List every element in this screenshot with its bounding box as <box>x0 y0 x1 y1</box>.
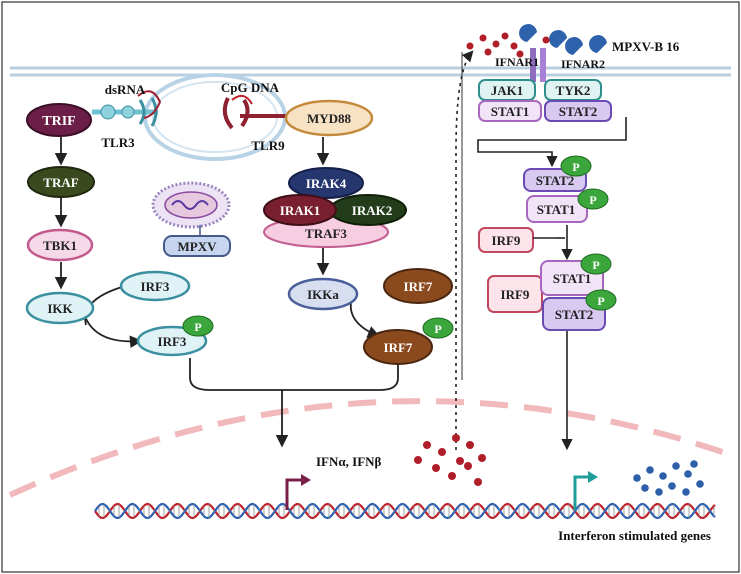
tbk1-label: TBK1 <box>43 238 77 253</box>
tbk1-node: TBK1 <box>26 228 94 262</box>
mpxv-node: MPXV <box>163 235 231 257</box>
jak1-label: JAK1 <box>491 83 524 98</box>
stat2-receptor-label: STAT2 <box>559 104 598 119</box>
ikk-label: IKK <box>47 301 73 316</box>
tlr3-label: TLR3 <box>101 135 135 150</box>
tyk2-node: TYK2 <box>544 79 602 101</box>
dsrna-label: dsRNA <box>105 82 146 97</box>
svg-text:P: P <box>194 320 201 334</box>
svg-text:P: P <box>589 193 596 207</box>
irf7-bottom-label: IRF7 <box>384 340 413 355</box>
gene-arrow-ifn <box>285 474 311 510</box>
svg-text:P: P <box>572 160 579 174</box>
irf3-top-label: IRF3 <box>141 279 170 294</box>
tlr9-receptor-icon <box>222 94 292 130</box>
right-arrows <box>455 50 627 451</box>
irf3-node-top: IRF3 <box>119 270 191 302</box>
irf9-top-label: IRF9 <box>492 233 521 248</box>
stat2-node-complex: STAT2 <box>542 297 606 331</box>
cpg-dna-label: CpG DNA <box>221 80 280 95</box>
irf7-node-top: IRF7 <box>383 268 453 304</box>
svg-text:P: P <box>434 322 441 336</box>
dna-helix <box>94 502 716 520</box>
nuclear-envelope <box>8 398 732 498</box>
phospho-badge-irf7: P <box>422 317 454 339</box>
irak2-node: IRAK2 <box>329 194 407 226</box>
mpxv-virus-icon <box>151 181 231 229</box>
tlr9-label: TLR9 <box>251 138 285 153</box>
irak1-label: IRAK1 <box>280 203 320 218</box>
irf7-top-label: IRF7 <box>404 279 433 294</box>
irak4-label: IRAK4 <box>306 176 347 191</box>
phospho-badge-stat1: P <box>577 188 609 210</box>
phospho-badge-stat2-complex: P <box>585 289 617 311</box>
phospho-badge-stat2: P <box>560 155 592 177</box>
irf7-node-bottom: IRF7 <box>363 329 433 365</box>
stat1-receptor-label: STAT1 <box>491 104 530 119</box>
ikka-label: IKKa <box>307 287 339 302</box>
cell-membrane <box>10 66 731 77</box>
jak1-node: JAK1 <box>478 79 536 101</box>
stat1-node-receptor: STAT1 <box>478 100 542 122</box>
ifn-molecules-extracellular <box>466 32 550 58</box>
mpxv-b16-label: MPXV-B 16 <box>612 39 680 54</box>
tyk2-label: TYK2 <box>556 83 591 98</box>
svg-text:P: P <box>597 294 604 308</box>
stat1-node-complex: STAT1 <box>540 260 604 296</box>
phospho-badge-irf3: P <box>182 315 214 337</box>
mpxv-b16-protein-icons <box>519 24 607 55</box>
myd88-label: MYD88 <box>307 111 352 126</box>
stat2-node-receptor: STAT2 <box>544 100 612 122</box>
mpxv-label: MPXV <box>178 239 218 254</box>
ikka-node: IKKa <box>287 277 359 311</box>
trif-node: TRIF <box>26 103 92 137</box>
isg-products <box>633 460 704 496</box>
traf-node: TRAF <box>27 166 95 198</box>
irak1-node: IRAK1 <box>263 194 337 226</box>
phospho-badge-stat1-complex: P <box>580 253 612 275</box>
stat1-complex-label: STAT1 <box>553 271 592 286</box>
gene-arrow-isg <box>573 471 598 510</box>
traf-label: TRAF <box>43 175 78 190</box>
ifn-label: IFNα, IFNβ <box>316 454 382 469</box>
irf9-node-top: IRF9 <box>478 227 534 253</box>
ifnar1-label: IFNAR1 <box>495 55 539 69</box>
irf9-complex-label: IRF9 <box>501 287 530 302</box>
myd88-node: MYD88 <box>284 99 374 137</box>
stat2-complex-label: STAT2 <box>555 307 594 322</box>
stat2-phospho-label: STAT2 <box>536 173 575 188</box>
irak4-node: IRAK4 <box>288 167 364 199</box>
stat1-node-phospho: STAT1 <box>526 195 588 223</box>
ifn-molecules-nuclear <box>414 434 486 486</box>
left-arrows <box>54 137 399 448</box>
tlr3-receptor-icon <box>92 90 162 127</box>
irf3-bottom-label: IRF3 <box>158 334 187 349</box>
irak2-label: IRAK2 <box>352 203 392 218</box>
ifnar2-label: IFNAR2 <box>561 57 605 71</box>
stat1-phospho-label: STAT1 <box>537 202 576 217</box>
ikk-node: IKK <box>25 291 95 325</box>
svg-text:P: P <box>592 258 599 272</box>
traf3-label: TRAF3 <box>305 226 347 241</box>
isg-label: Interferon stimulated genes <box>558 528 711 543</box>
ifnar-receptor-icon <box>530 48 546 82</box>
trif-label: TRIF <box>42 114 75 129</box>
irf9-node-complex: IRF9 <box>487 275 543 313</box>
